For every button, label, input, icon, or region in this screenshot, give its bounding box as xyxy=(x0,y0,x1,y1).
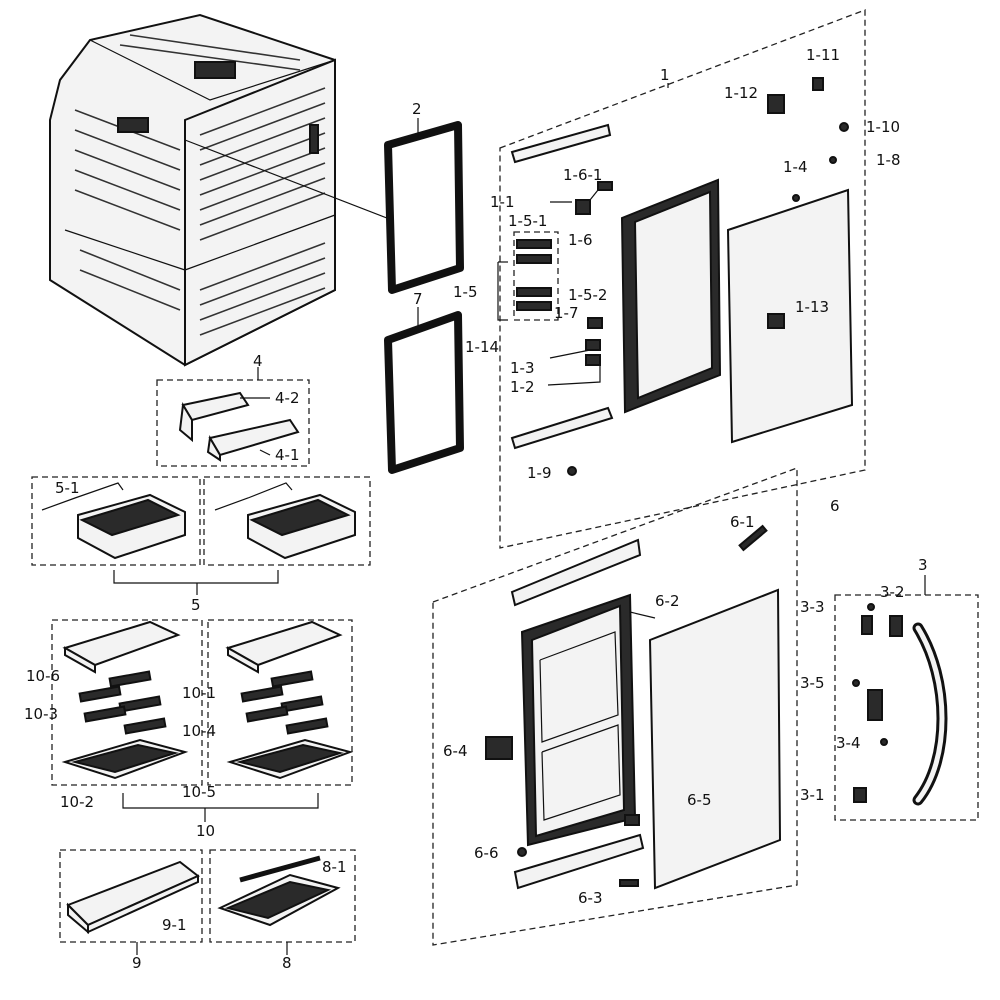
label-6-2: 6-2 xyxy=(655,592,680,610)
label-9-1: 9-1 xyxy=(162,916,187,934)
label-10-2: 10-2 xyxy=(60,793,94,811)
label-6-6: 6-6 xyxy=(474,844,499,862)
group-3-handle xyxy=(834,575,979,821)
label-10-5: 10-5 xyxy=(182,783,216,801)
label-1-14: 1-14 xyxy=(465,338,499,356)
group-6-door-assembly xyxy=(432,467,798,946)
label-3-1: 3-1 xyxy=(800,786,825,804)
label-10: 10 xyxy=(196,822,215,840)
label-1-7: 1-7 xyxy=(554,304,579,322)
group-9-bin xyxy=(59,849,203,955)
label-5: 5 xyxy=(191,596,201,614)
label-4-1: 4-1 xyxy=(275,446,300,464)
label-1-9: 1-9 xyxy=(527,464,552,482)
label-5-1: 5-1 xyxy=(55,479,80,497)
group-5-bins xyxy=(31,476,371,595)
label-1-13: 1-13 xyxy=(795,298,829,316)
gasket-7 xyxy=(384,307,464,474)
label-1-5-1: 1-5-1 xyxy=(508,212,547,230)
label-1-1: 1-1 xyxy=(490,193,515,211)
group-8-tray xyxy=(209,849,356,955)
label-3-5: 3-5 xyxy=(800,674,825,692)
cabinet-assembly xyxy=(49,13,406,367)
label-1-5: 1-5 xyxy=(453,283,478,301)
label-1-8: 1-8 xyxy=(876,151,901,169)
label-3: 3 xyxy=(918,556,928,574)
label-3-2: 3-2 xyxy=(880,583,905,601)
label-8: 8 xyxy=(282,954,292,972)
gasket-2 xyxy=(384,118,464,294)
label-6-5: 6-5 xyxy=(687,791,712,809)
label-2: 2 xyxy=(412,100,422,118)
label-1-4: 1-4 xyxy=(783,158,808,176)
label-1-6-1: 1-6-1 xyxy=(563,166,602,184)
label-6-1: 6-1 xyxy=(730,513,755,531)
label-6-4: 6-4 xyxy=(443,742,468,760)
group-4-shelf xyxy=(156,367,310,467)
label-7: 7 xyxy=(413,290,423,308)
label-1: 1 xyxy=(660,66,670,84)
label-9: 9 xyxy=(132,954,142,972)
label-6-3: 6-3 xyxy=(578,889,603,907)
label-1-10: 1-10 xyxy=(866,118,900,136)
label-1-6: 1-6 xyxy=(568,231,593,249)
label-8-1: 8-1 xyxy=(322,858,347,876)
label-10-3: 10-3 xyxy=(24,705,58,723)
label-3-4: 3-4 xyxy=(836,734,861,752)
label-4-2: 4-2 xyxy=(275,389,300,407)
label-1-12: 1-12 xyxy=(724,84,758,102)
group-1-door-assembly xyxy=(497,9,866,549)
part-labels: 1 1-1 1-2 1-3 1-4 1-5 1-5-1 1-5-2 1-6 1-… xyxy=(24,46,928,972)
label-10-4: 10-4 xyxy=(182,722,216,740)
label-10-1: 10-1 xyxy=(182,684,216,702)
label-3-3: 3-3 xyxy=(800,598,825,616)
label-1-11: 1-11 xyxy=(806,46,840,64)
label-1-5-2: 1-5-2 xyxy=(568,286,607,304)
group-10-drawer xyxy=(51,619,354,822)
label-4: 4 xyxy=(253,352,263,370)
label-1-2: 1-2 xyxy=(510,378,535,396)
label-10-6: 10-6 xyxy=(26,667,60,685)
label-6: 6 xyxy=(830,497,840,515)
label-1-3: 1-3 xyxy=(510,359,535,377)
